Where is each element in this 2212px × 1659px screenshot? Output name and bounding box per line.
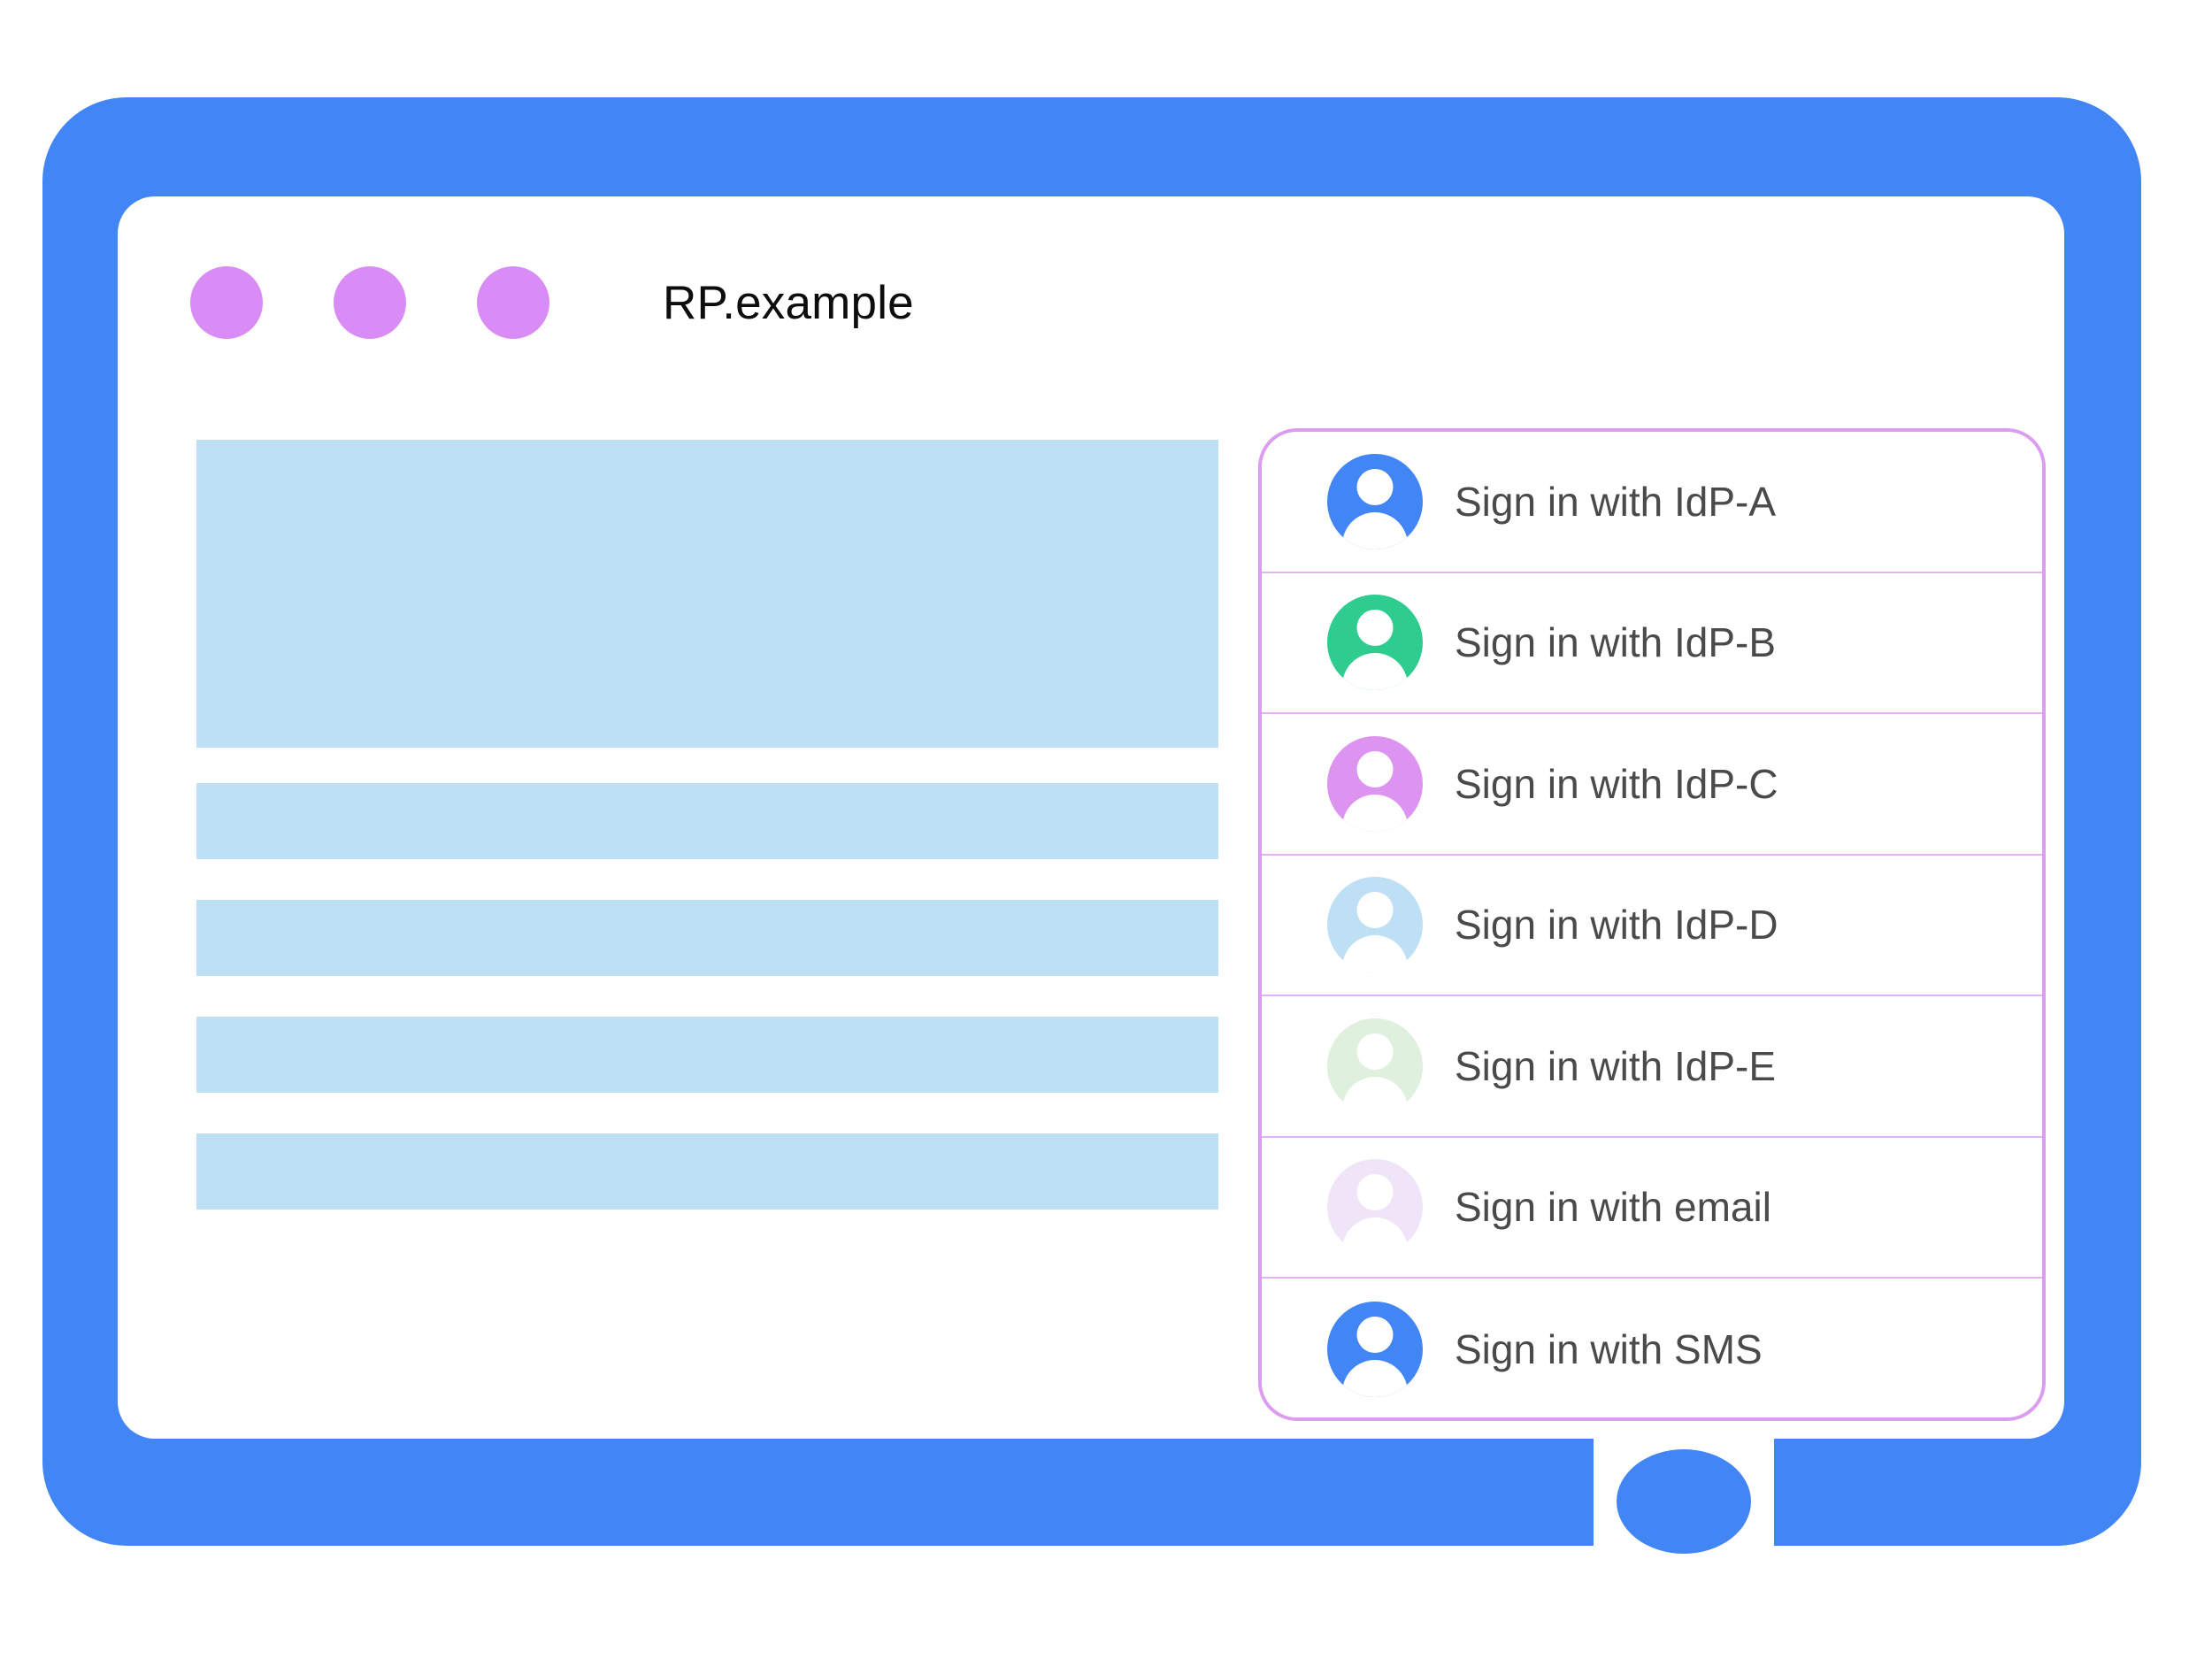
line-placeholder-4 — [196, 1133, 1218, 1210]
avatar-head — [1356, 1033, 1394, 1070]
line-placeholder-1 — [196, 783, 1218, 859]
avatar-head — [1356, 750, 1394, 787]
avatar-body — [1342, 653, 1408, 691]
avatar-head — [1356, 468, 1394, 505]
person-avatar-icon — [1327, 877, 1423, 973]
line-placeholder-2 — [196, 900, 1218, 976]
avatar-body — [1342, 935, 1408, 973]
signin-row-label: Sign in with IdP-C — [1455, 760, 1778, 807]
signin-row-label: Sign in with IdP-A — [1455, 478, 1777, 525]
avatar-head — [1356, 1316, 1394, 1353]
signin-row-label: Sign in with IdP-E — [1455, 1042, 1777, 1089]
signin-row[interactable]: Sign in with IdP-C — [1262, 714, 2042, 856]
signin-row-label: Sign in with email — [1455, 1184, 1771, 1231]
avatar-head — [1356, 1174, 1394, 1211]
content-skeleton — [196, 440, 1218, 1210]
hero-placeholder — [196, 440, 1218, 748]
person-avatar-icon — [1327, 1159, 1423, 1256]
signin-row-label: Sign in with SMS — [1455, 1325, 1763, 1372]
person-avatar-icon — [1327, 735, 1423, 832]
window-dot-2[interactable] — [334, 266, 406, 339]
account-chooser-dialog: Sign in with IdP-A Sign in with IdP-B Sign… — [1258, 428, 2046, 1421]
signin-row-label: Sign in with IdP-B — [1455, 619, 1777, 666]
avatar-head — [1356, 610, 1394, 647]
window-dot-1[interactable] — [190, 266, 263, 339]
signin-row[interactable]: Sign in with SMS — [1262, 1279, 2042, 1417]
signin-row[interactable]: Sign in with IdP-D — [1262, 855, 2042, 996]
avatar-body — [1342, 794, 1408, 832]
home-button[interactable] — [1617, 1449, 1751, 1554]
avatar-body — [1342, 1076, 1408, 1114]
person-avatar-icon — [1327, 595, 1423, 691]
avatar-body — [1342, 1359, 1408, 1397]
signin-row-label: Sign in with IdP-D — [1455, 902, 1778, 949]
signin-row[interactable]: Sign in with IdP-B — [1262, 572, 2042, 714]
signin-row[interactable]: Sign in with IdP-A — [1262, 432, 2042, 573]
avatar-body — [1342, 1217, 1408, 1256]
person-avatar-icon — [1327, 453, 1423, 549]
window-dot-3[interactable] — [477, 266, 549, 339]
signin-row[interactable]: Sign in with email — [1262, 1137, 2042, 1279]
line-placeholder-3 — [196, 1017, 1218, 1093]
avatar-body — [1342, 511, 1408, 549]
page-title: RP.example — [663, 276, 914, 329]
signin-row[interactable]: Sign in with IdP-E — [1262, 996, 2042, 1138]
browser-title-bar: RP.example — [118, 196, 2064, 409]
person-avatar-icon — [1327, 1301, 1423, 1397]
person-avatar-icon — [1327, 1018, 1423, 1114]
avatar-head — [1356, 892, 1394, 929]
